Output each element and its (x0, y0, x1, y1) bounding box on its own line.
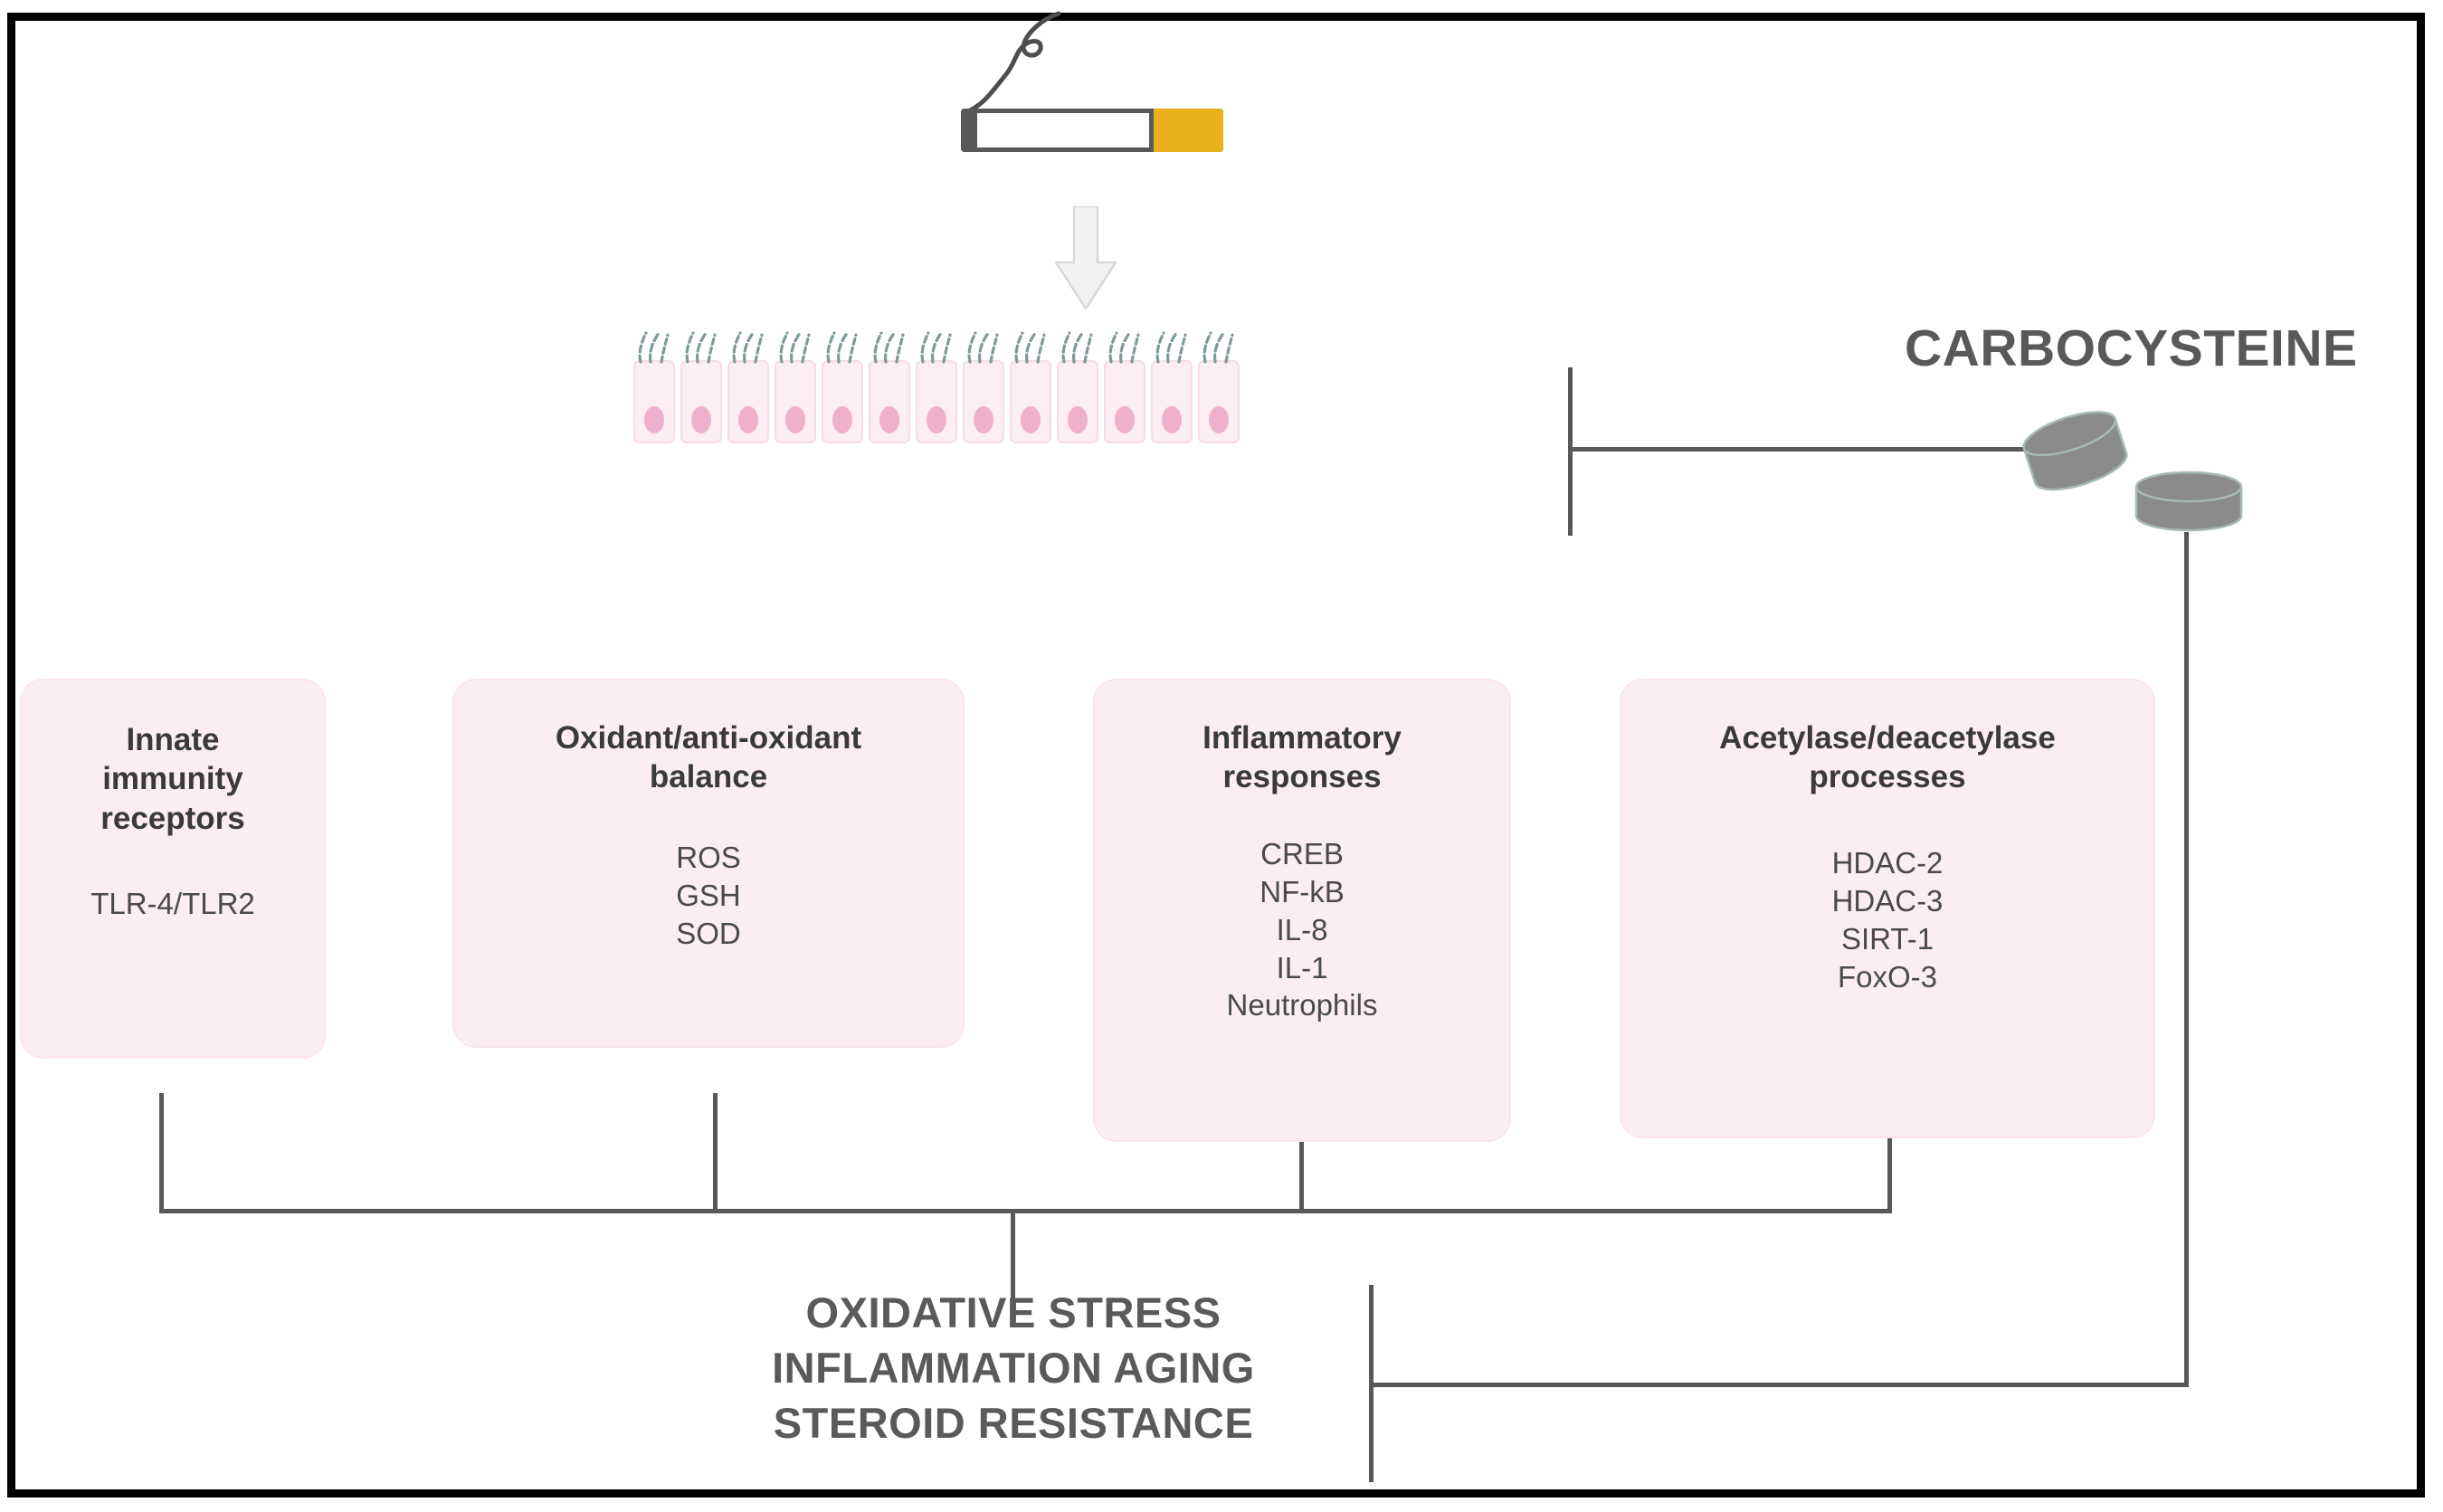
cilia-icon (826, 330, 858, 364)
box-oxidant-antioxidant-balance[interactable]: Oxidant/anti-oxidant balance ROS GSH SOD (452, 679, 965, 1048)
carbocysteine-to-outcome-horizontal (1371, 1383, 2189, 1387)
epithelial-cell (916, 330, 957, 443)
epithelial-cell (963, 330, 1004, 443)
epithelium-tee-vertical (1568, 367, 1573, 536)
box-innate-title: Innate immunity receptors (100, 722, 245, 836)
epithelial-cell (1198, 330, 1240, 443)
epithelial-cell (775, 330, 816, 443)
cilia-icon (1202, 330, 1234, 364)
carbocysteine-label: CARBOCYSTEINE (1905, 319, 2358, 377)
epithelial-cell (1104, 330, 1145, 443)
outcome-line-3: STEROID RESISTANCE (773, 1399, 1254, 1448)
carbocysteine-to-epithelium-line (1568, 447, 2039, 452)
cilia-icon (1014, 330, 1046, 364)
cell-nucleus (879, 406, 899, 433)
epithelial-cell (1151, 330, 1193, 443)
connector-acetylase-drop (1887, 1138, 1892, 1212)
box-innate-items: TLR-4/TLR2 (90, 887, 255, 921)
cell-nucleus (1209, 406, 1229, 433)
cilia-icon (1061, 330, 1093, 364)
cell-nucleus (1115, 406, 1135, 433)
cigarette-tip (961, 109, 977, 152)
cilia-icon (779, 330, 811, 364)
connector-bus-horizontal (159, 1209, 1892, 1213)
box-acetylase-items: HDAC-2 HDAC-3 SIRT-1 FoxO-3 (1831, 845, 1944, 994)
outcome-text-block: OXIDATIVE STRESS INFLAMMATION AGING STER… (697, 1285, 1330, 1450)
box-innate-immunity-receptors[interactable]: Innate immunity receptors TLR-4/TLR2 (20, 679, 326, 1059)
cell-nucleus (738, 406, 758, 433)
cilia-icon (967, 330, 999, 364)
pill-tablet-icon (2134, 471, 2243, 532)
cell-nucleus (1068, 406, 1088, 433)
cell-nucleus (691, 406, 711, 433)
cell-nucleus (1021, 406, 1041, 433)
cilia-icon (920, 330, 952, 364)
smoke-wisp-icon (967, 11, 1061, 113)
box-inflammatory-title: Inflammatory responses (1202, 720, 1402, 795)
epithelial-cell (869, 330, 910, 443)
connector-bus-to-outcome (1011, 1209, 1015, 1301)
box-acetylase-title: Acetylase/deacetylase processes (1719, 720, 2056, 795)
box-oxidant-items: ROS GSH SOD (676, 840, 741, 950)
epithelial-cell (1010, 330, 1051, 443)
box-inflammatory-responses[interactable]: Inflammatory responses CREB NF-kB IL-8 I… (1093, 679, 1511, 1142)
outcome-line-2: INFLAMMATION AGING (772, 1344, 1255, 1393)
cell-nucleus (974, 406, 993, 433)
connector-inflammatory-drop (1299, 1142, 1304, 1212)
cilia-icon (685, 330, 717, 364)
cilia-icon (1108, 330, 1140, 364)
figure-border (7, 13, 2425, 1498)
epithelial-cell (822, 330, 863, 443)
connector-innate-drop (159, 1093, 164, 1212)
cell-nucleus (644, 406, 664, 433)
outcome-right-bracket (1369, 1285, 1374, 1482)
carbocysteine-to-outcome-vertical (2184, 532, 2189, 1387)
cigarette-icon (961, 109, 1223, 152)
cilia-icon (638, 330, 670, 364)
epithelial-cell (1057, 330, 1098, 443)
cilia-icon (873, 330, 905, 364)
cell-nucleus (832, 406, 852, 433)
cilia-icon (732, 330, 764, 364)
cigarette-filter (1149, 109, 1223, 152)
box-inflammatory-items: CREB NF-kB IL-8 IL-1 Neutrophils (1226, 836, 1378, 1022)
down-arrow-icon (1054, 206, 1117, 310)
epithelial-cell (633, 330, 675, 443)
pill-tablet-tilted-icon (2022, 411, 2128, 491)
box-acetylase-deacetylase-processes[interactable]: Acetylase/deacetylase processes HDAC-2 H… (1620, 679, 2155, 1138)
cell-nucleus (785, 406, 805, 433)
epithelial-cell (727, 330, 769, 443)
cilia-icon (1155, 330, 1187, 364)
cell-nucleus (1162, 406, 1182, 433)
outcome-line-1: OXIDATIVE STRESS (805, 1289, 1222, 1336)
cell-nucleus (927, 406, 946, 433)
airway-epithelial-cell-row (633, 330, 1240, 443)
epithelial-cell (680, 330, 722, 443)
connector-oxidant-drop (713, 1093, 718, 1212)
box-oxidant-title: Oxidant/anti-oxidant balance (555, 720, 862, 795)
